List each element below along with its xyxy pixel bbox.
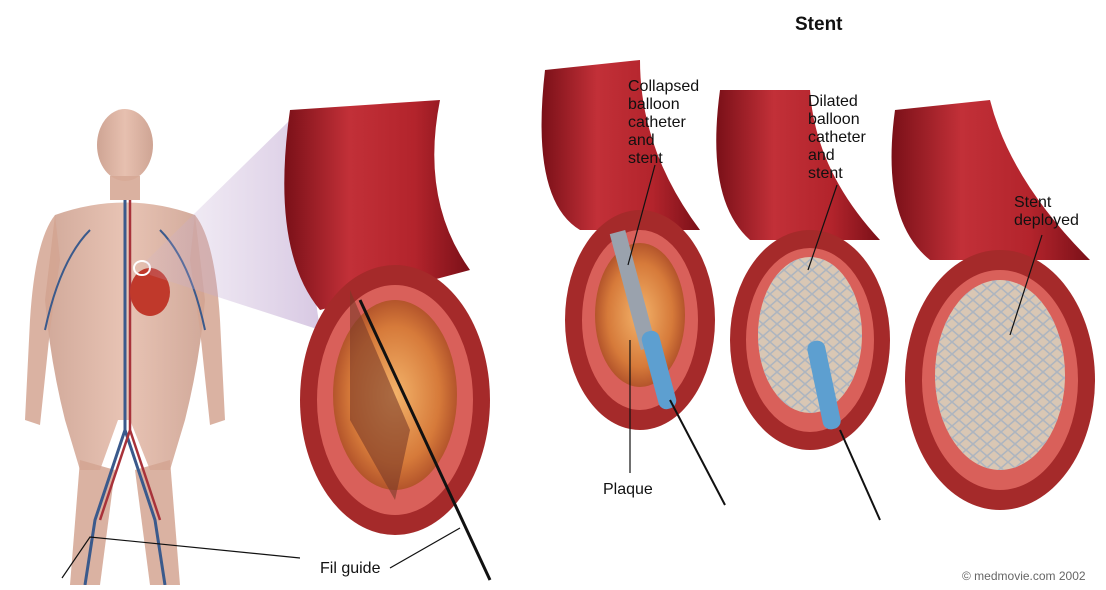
guide-wire-1 <box>670 400 725 505</box>
dilated-stent-mesh <box>758 257 862 413</box>
label-collapsed-balloon-catheter: Collapsed balloon catheter and stent <box>628 78 699 168</box>
artery-stent-deployed <box>892 100 1095 510</box>
label-dilated-balloon-catheter: Dilated balloon catheter and stent <box>808 93 866 183</box>
diagram-title: Stent <box>795 14 843 36</box>
human-body-figure <box>25 109 225 585</box>
guide-wire-2 <box>840 430 880 520</box>
label-plaque: Plaque <box>603 481 653 499</box>
neck <box>110 176 140 200</box>
artery-3-tube <box>892 100 1090 260</box>
deployed-stent-mesh <box>935 280 1065 470</box>
head <box>97 109 153 181</box>
label-stent-deployed: Stent deployed <box>1014 194 1079 230</box>
large-artery-cross-section <box>284 100 490 580</box>
label-guide-wire: Fil guide <box>320 560 380 578</box>
copyright-credit: © medmovie.com 2002 <box>962 569 1086 583</box>
